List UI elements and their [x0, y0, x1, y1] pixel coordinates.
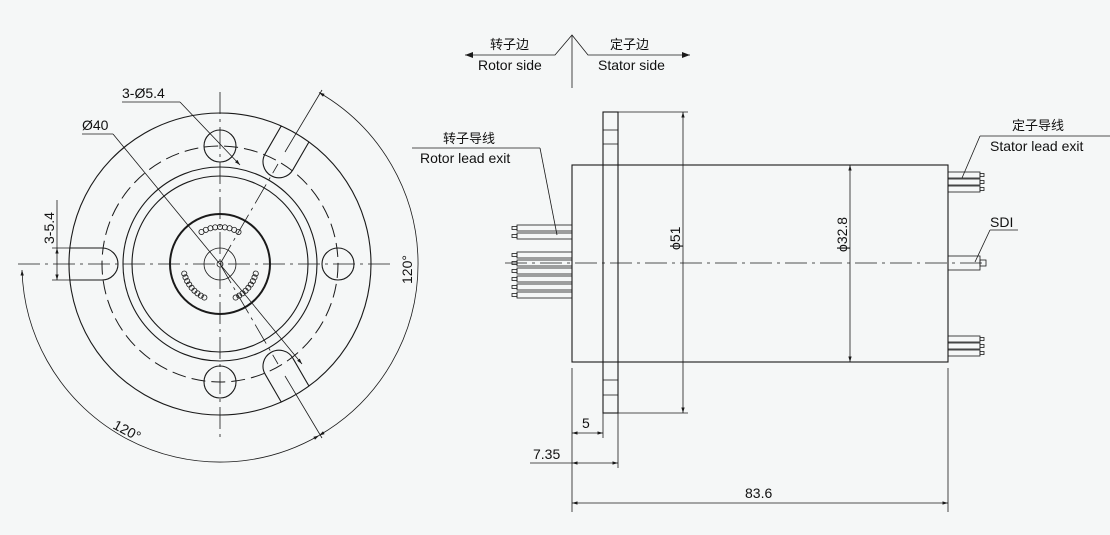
stator-side-cn: 定子边 [610, 37, 649, 52]
front-view: 120° 120° Ø40 3-Ø5.4 3-5.4 [18, 85, 419, 463]
stator-lead-en: Stator lead exit [990, 138, 1083, 154]
wire-tip [511, 269, 518, 273]
wire-tip [511, 261, 518, 265]
hole-leader [179, 101, 241, 166]
stator-wire [947, 349, 981, 357]
wire-tip [511, 226, 518, 230]
rotor-wire [516, 267, 573, 275]
wire-tip [979, 180, 985, 184]
rotor-wire [516, 283, 573, 291]
flange [602, 111, 619, 414]
wire-tip [979, 337, 985, 341]
diameter-label: Ø40 [82, 117, 109, 133]
rotor-wire [516, 251, 573, 259]
pin-contact [212, 224, 219, 231]
wire-tip [511, 253, 518, 257]
rotor-lead-cn: 转子导线 [443, 131, 495, 146]
angle-bottom-label: 120° [111, 417, 144, 445]
dim-5-label: 5 [582, 415, 590, 431]
wire-tip [979, 351, 985, 355]
rotor-lead-leader [539, 147, 558, 236]
rotor-wires [511, 224, 573, 299]
sdi-label: SDI [990, 214, 1013, 230]
rotor-wire [516, 232, 573, 240]
stator-wires [947, 171, 987, 357]
wire-tip [979, 173, 985, 177]
dim-735-label: 7.35 [533, 446, 560, 462]
slot-centerline-upper [219, 163, 279, 265]
rotor-side-cn: 转子边 [490, 37, 529, 52]
stator-lead-leader [961, 135, 981, 179]
pin-contact [221, 224, 228, 231]
rotor-wire [516, 291, 573, 299]
pin-contact [198, 228, 205, 235]
length-label: 83.6 [745, 485, 772, 501]
wire-tip [979, 344, 985, 348]
diameter-leader [112, 133, 303, 365]
rotor-lead-en: Rotor lead exit [420, 150, 510, 166]
wire-tip [511, 293, 518, 297]
rotor-side-en: Rotor side [478, 57, 542, 73]
wire-tip [511, 277, 518, 281]
extension-line-upper [284, 89, 323, 153]
wire-tip [511, 234, 518, 238]
slot-label: 3-5.4 [41, 212, 57, 244]
stator-side-en: Stator side [598, 57, 665, 73]
sdi-tip [979, 259, 987, 267]
wire-tip [511, 285, 518, 289]
pin-contact [226, 225, 233, 232]
hole-label: 3-Ø5.4 [122, 85, 165, 101]
side-direction-line [465, 34, 690, 56]
angle-arc-bottom [20, 269, 320, 463]
rotor-wire [516, 275, 573, 283]
flange-diameter-label: ϕ51 [667, 226, 683, 250]
angle-arc-right [318, 92, 419, 436]
body-diameter-label: ϕ32.8 [834, 217, 850, 252]
stator-wire [947, 178, 981, 186]
extension-line-lower [284, 375, 323, 439]
stator-lead-cn: 定子导线 [1012, 118, 1064, 133]
rotor-wire [516, 224, 573, 232]
angle-right-label: 120° [399, 255, 415, 284]
wire-tip [979, 187, 985, 191]
stator-wire [947, 185, 981, 193]
sdi-leader [974, 229, 991, 263]
stator-wire [947, 335, 981, 343]
slip-ring-body [571, 164, 949, 363]
side-view: 转子边 Rotor side 定子边 Stator side ϕ51 ϕ32.8… [412, 34, 1110, 512]
stator-wire [947, 342, 981, 350]
